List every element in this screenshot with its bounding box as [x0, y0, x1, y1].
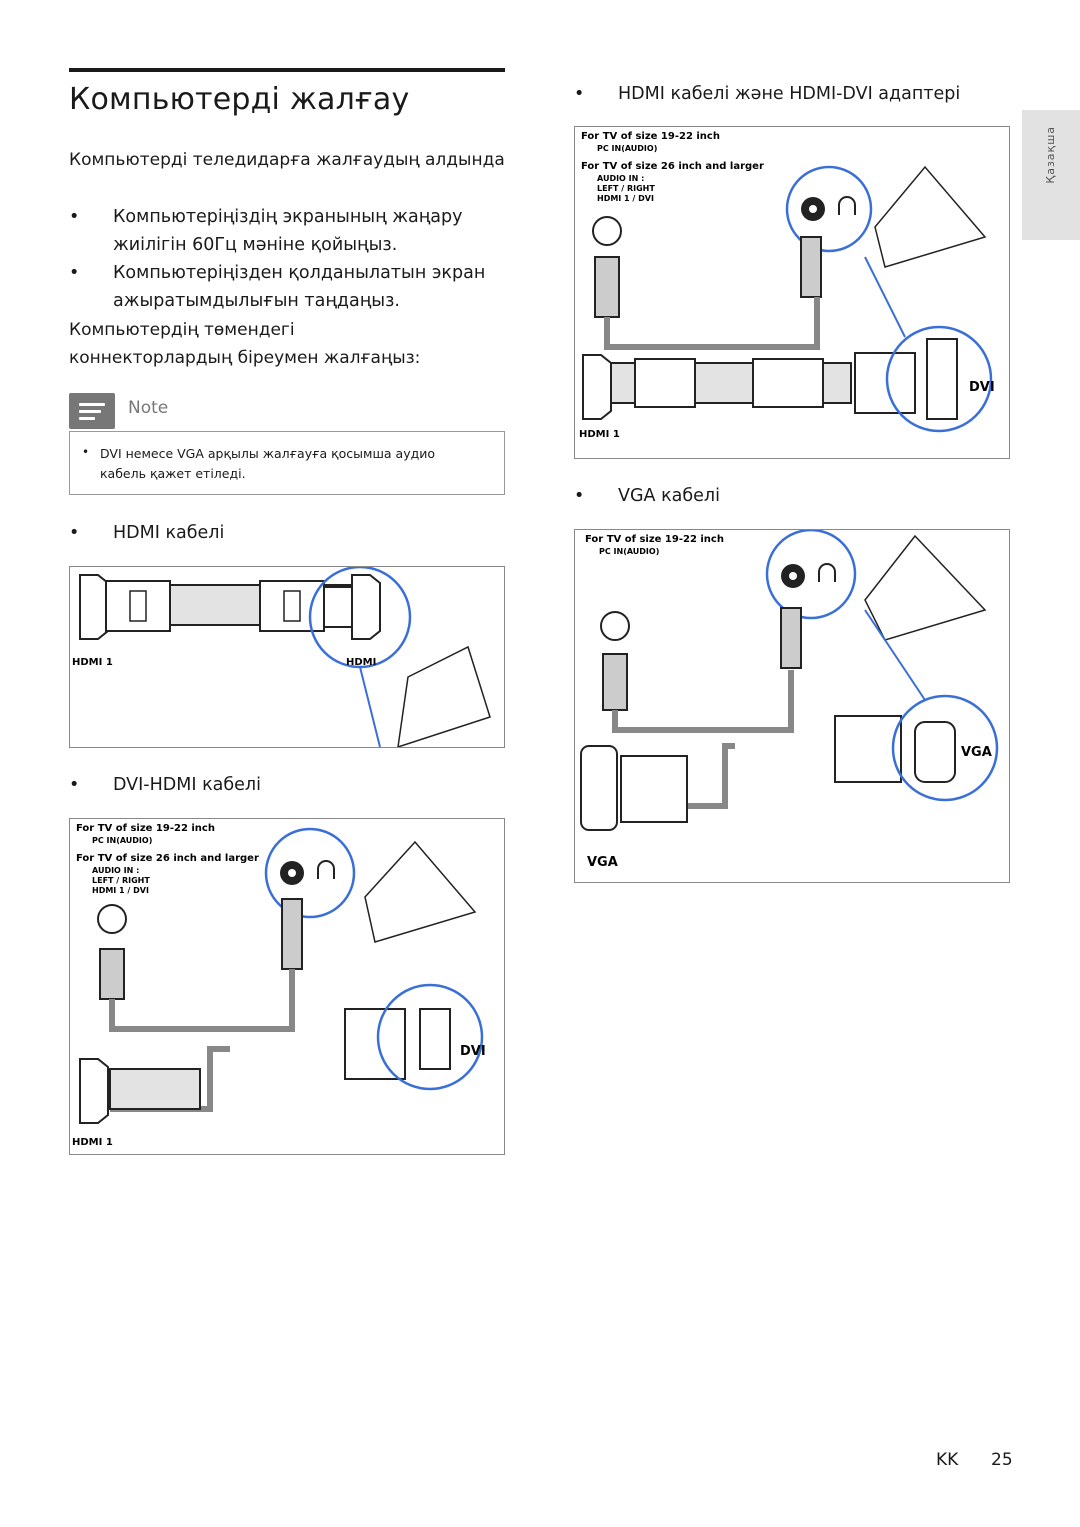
laptop-icon [874, 165, 987, 268]
bullet-dot: • [69, 207, 80, 227]
bullet-line: жиілігін 60Гц мәніне қойыңыз. [113, 235, 398, 255]
label-vga: VGA [587, 855, 618, 870]
label-pc-in-audio: PC IN(AUDIO) [599, 547, 659, 556]
note-box: • DVI немесе VGA арқылы жалғауға қосымша… [69, 431, 505, 495]
label-hdmi1: HDMI 1 [579, 429, 620, 440]
section-bullet-dvi-hdmi: •DVI-HDMI кабелі [69, 771, 469, 799]
label-hdmi: HDMI [346, 657, 376, 668]
label-left-right: LEFT / RIGHT [92, 876, 150, 885]
label-hdmi1: HDMI 1 [72, 1137, 113, 1148]
figure-dvi-hdmi-cable: For TV of size 19-22 inch PC IN(AUDIO) F… [69, 818, 505, 1155]
label-dvi: DVI [460, 1044, 486, 1059]
label-hdmi1-dvi: HDMI 1 / DVI [92, 886, 149, 895]
section-bullet-vga: •VGA кабелі [574, 482, 974, 510]
section-title-vga: VGA кабелі [618, 486, 720, 506]
section-title-hdmi: HDMI кабелі [113, 523, 225, 543]
laptop-icon [864, 534, 987, 641]
hdmi-plug-left [79, 574, 109, 640]
headphones-icon [818, 563, 836, 582]
title-rule [69, 68, 505, 72]
figure-vga-cable: For TV of size 19-22 inch PC IN(AUDIO) V… [574, 529, 1010, 883]
figure-hdmi-dvi-adapter: For TV of size 19-22 inch PC IN(AUDIO) F… [574, 126, 1010, 459]
bullet-dot: • [82, 445, 90, 459]
label-tv-19-22: For TV of size 19-22 inch [585, 534, 724, 545]
label-tv-26: For TV of size 26 inch and larger [581, 161, 764, 172]
note-title: Note [128, 398, 169, 418]
bullet-line: Компьютеріңізден қолданылатын экран [113, 263, 486, 283]
bullet-dot: • [69, 263, 80, 283]
section-bullet-hdmi: •HDMI кабелі [69, 519, 469, 547]
laptop-icon [364, 840, 477, 943]
page-title: Компьютерді жалғау [69, 82, 410, 117]
page-number: 25 [991, 1450, 1013, 1470]
vga-port [580, 745, 618, 831]
label-hdmi1: HDMI 1 [72, 657, 113, 668]
figure-hdmi-cable: HDMI 1 HDMI [69, 566, 505, 748]
headphones-icon [838, 196, 856, 215]
note-text: DVI немесе VGA арқылы жалғауға қосымша а… [100, 444, 500, 484]
label-hdmi1-dvi: HDMI 1 / DVI [597, 194, 654, 203]
note-icon [69, 393, 115, 429]
language-tab: Қазақша [1022, 110, 1080, 240]
connectors-heading-line: коннекторлардың біреумен жалғаңыз: [69, 348, 421, 368]
bullet-line: ажыратымдылығын таңдаңыз. [113, 291, 400, 311]
label-audio-in: AUDIO IN : [597, 174, 644, 183]
section-title-dvi-hdmi: DVI-HDMI кабелі [113, 775, 261, 795]
section-bullet-hdmi-dvi: •HDMI кабелі және HDMI-DVI адаптері [574, 80, 1014, 108]
intro-heading: Компьютерді теледидарға жалғаудың алдынд… [69, 150, 505, 170]
hdmi-plug [582, 354, 612, 420]
dvi-port [926, 338, 958, 420]
intro-bullet: • Компьютеріңіздің экранының жаңару жиіл… [69, 203, 509, 259]
label-dvi: DVI [969, 380, 995, 395]
dvi-port [419, 1008, 451, 1070]
note-line: кабель қажет етіледі. [100, 466, 246, 481]
connectors-heading-line: Компьютердің төмендегі [69, 320, 295, 340]
label-tv-19-22: For TV of size 19-22 inch [581, 131, 720, 142]
laptop-icon [397, 645, 491, 747]
intro-bullet: • Компьютеріңізден қолданылатын экран аж… [69, 259, 509, 315]
hdmi-plug [79, 1058, 109, 1124]
label-vga: VGA [961, 745, 992, 760]
vga-port [914, 721, 956, 783]
note-line: DVI немесе VGA арқылы жалғауға қосымша а… [100, 446, 436, 461]
label-left-right: LEFT / RIGHT [597, 184, 655, 193]
label-audio-in: AUDIO IN : [92, 866, 139, 875]
section-title-hdmi-dvi: HDMI кабелі және HDMI-DVI адаптері [618, 84, 961, 104]
label-tv-19-22: For TV of size 19-22 inch [76, 823, 215, 834]
label-pc-in-audio: PC IN(AUDIO) [597, 144, 657, 153]
bullet-line: Компьютеріңіздің экранының жаңару [113, 207, 463, 227]
label-pc-in-audio: PC IN(AUDIO) [92, 836, 152, 845]
footer-lang: KK [936, 1450, 959, 1470]
headphones-icon [317, 860, 335, 879]
label-tv-26: For TV of size 26 inch and larger [76, 853, 259, 864]
language-tab-label: Қазақша [1044, 126, 1057, 184]
